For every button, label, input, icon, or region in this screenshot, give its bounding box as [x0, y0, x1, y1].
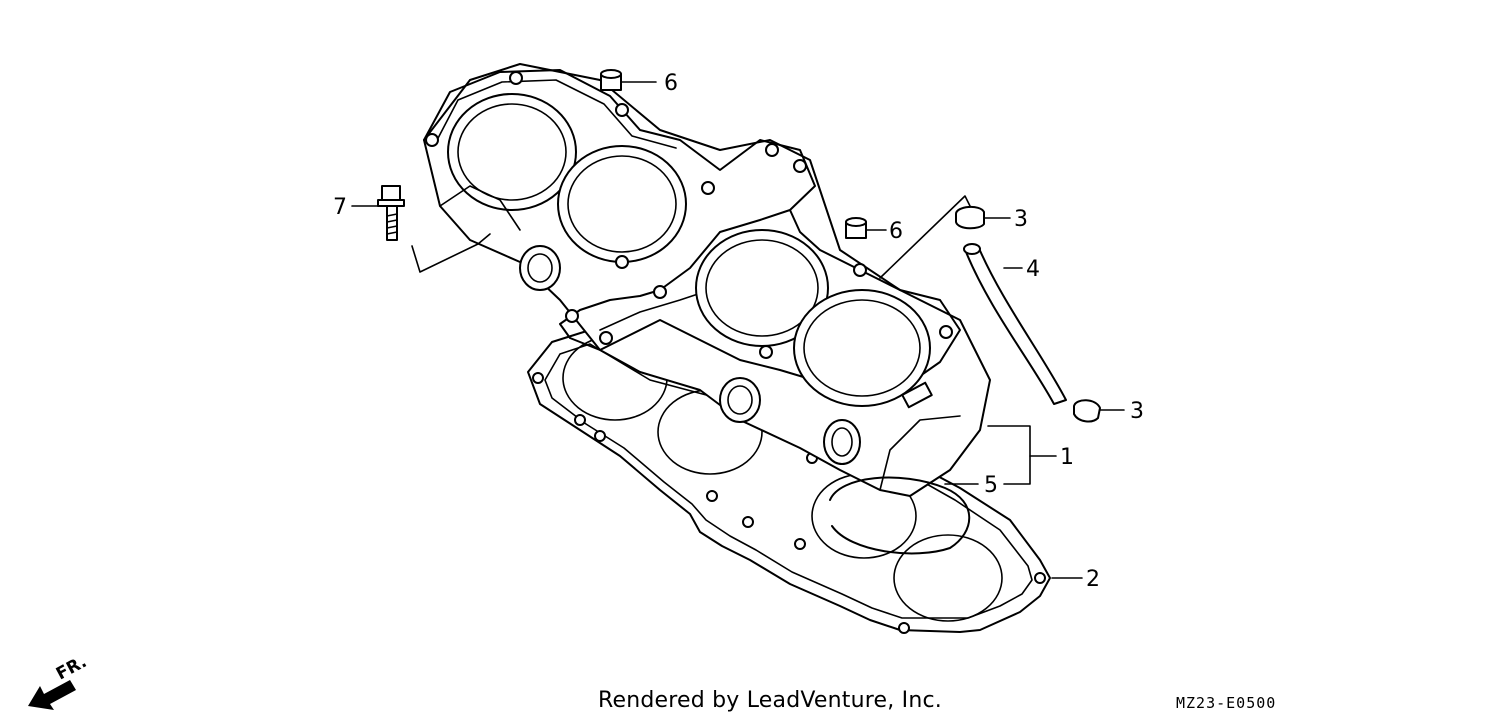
callout-2: 2 [1086, 567, 1100, 592]
dowel-pin-middle[interactable] [845, 217, 867, 239]
hose-clamp-bottom[interactable] [1073, 399, 1101, 423]
diagram-code: MZ23-E0500 [1176, 694, 1277, 712]
hose-clamp-top[interactable] [955, 206, 985, 230]
callout-4: 4 [1026, 257, 1040, 282]
callout-3-bottom: 3 [1130, 399, 1144, 424]
callout-1: 1 [1060, 445, 1074, 470]
callout-7: 7 [333, 195, 347, 220]
callout-3-top: 3 [1014, 207, 1028, 232]
dowel-pin-top[interactable] [600, 69, 622, 91]
callout-6-middle: 6 [889, 219, 903, 244]
cylinder-block[interactable] [423, 63, 991, 497]
callout-6-top: 6 [664, 71, 678, 96]
front-direction-label: FR. [53, 652, 90, 684]
water-hose[interactable] [963, 243, 1067, 405]
render-credit: Rendered by LeadVenture, Inc. [598, 688, 942, 713]
flange-bolt[interactable] [377, 185, 405, 241]
o-ring[interactable] [829, 476, 971, 555]
front-arrow-icon: FR. [28, 652, 90, 710]
leader-lines [351, 81, 1125, 579]
callout-5: 5 [984, 473, 998, 498]
